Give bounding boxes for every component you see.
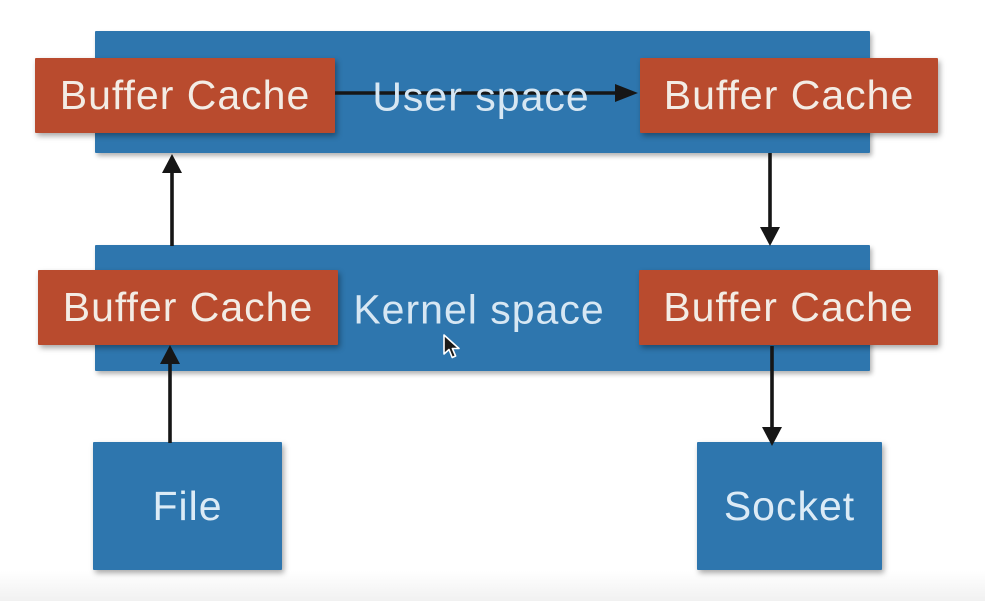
buffer-cache-box-kernel-left: Buffer Cache bbox=[38, 270, 338, 345]
file-label: File bbox=[152, 482, 223, 529]
buffer-cache-box-kernel-right: Buffer Cache bbox=[639, 270, 938, 345]
kernel-space-label: Kernel space bbox=[353, 286, 605, 333]
arrow-kernel-left-to-user-left bbox=[162, 154, 182, 246]
buffer-cache-box-user-left: Buffer Cache bbox=[35, 58, 335, 133]
buffer-cache-label: Buffer Cache bbox=[663, 284, 914, 330]
buffer-cache-label: Buffer Cache bbox=[59, 72, 311, 118]
file-node: File bbox=[93, 442, 282, 570]
buffer-cache-label: Buffer Cache bbox=[663, 72, 915, 118]
user-space-label: User space bbox=[372, 73, 590, 120]
socket-label: Socket bbox=[723, 482, 856, 529]
buffer-cache-label: Buffer Cache bbox=[62, 284, 314, 330]
socket-node: Socket bbox=[697, 442, 882, 570]
buffer-cache-box-user-right: Buffer Cache bbox=[640, 58, 938, 133]
arrow-user-right-to-kernel-right bbox=[760, 153, 780, 246]
